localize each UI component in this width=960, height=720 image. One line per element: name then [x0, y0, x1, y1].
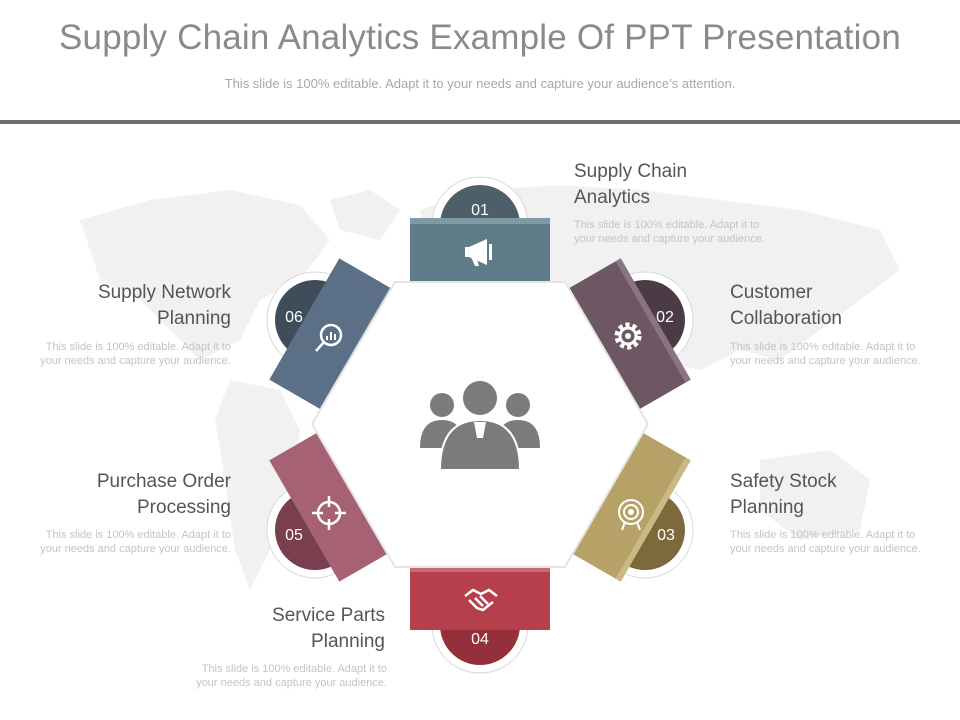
step-02-description: This slide is 100% editable. Adapt it to…	[730, 341, 921, 367]
gear-icon	[614, 322, 642, 350]
step-04-heading: Service Parts Planning	[272, 605, 385, 652]
step-03-number: 03	[657, 527, 675, 544]
step-06-description: This slide is 100% editable. Adapt it to…	[40, 341, 231, 367]
header-divider	[0, 120, 960, 124]
handshake-icon	[464, 588, 498, 612]
step-01-band	[410, 218, 550, 282]
step-06-heading: Supply Network Planning	[97, 282, 231, 329]
step-06-number: 06	[285, 309, 303, 326]
step-05-heading: Purchase Order Processing	[96, 471, 231, 518]
step-01-heading: Supply Chain Analytics	[574, 161, 688, 208]
megaphone-icon	[465, 239, 492, 266]
step-02-number: 02	[656, 309, 674, 326]
step-03-description: This slide is 100% editable. Adapt it to…	[730, 529, 921, 555]
slide-title: Supply Chain Analytics Example Of PPT Pr…	[58, 18, 901, 57]
slide-subtitle: This slide is 100% editable. Adapt it to…	[224, 76, 736, 91]
step-05-description: This slide is 100% editable. Adapt it to…	[40, 529, 231, 555]
target-icon	[618, 499, 644, 531]
step-04-description: This slide is 100% editable. Adapt it to…	[196, 663, 387, 689]
step-01-description: This slide is 100% editable. Adapt it to…	[574, 219, 765, 245]
step-02-heading: Customer Collaboration	[730, 282, 842, 329]
step-01-number: 01	[471, 202, 489, 219]
step-04-band	[410, 566, 550, 630]
step-03-heading: Safety Stock Planning	[730, 471, 837, 518]
step-05-number: 05	[285, 527, 303, 544]
crosshair-icon	[312, 496, 346, 530]
magnifier-chart-icon	[315, 323, 343, 352]
step-04-number: 04	[471, 631, 489, 648]
team-icon	[420, 379, 540, 471]
